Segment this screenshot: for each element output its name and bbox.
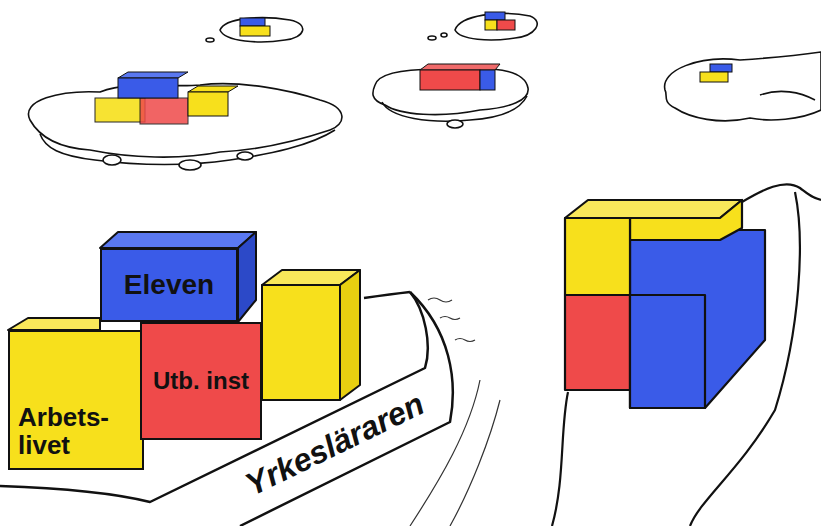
ice-edge bbox=[760, 91, 815, 100]
container-top bbox=[565, 200, 742, 218]
container-box: Arbets- livet bbox=[8, 330, 144, 470]
container bbox=[188, 86, 238, 92]
ship-hull: YrkeslärarenElevenArbets- livetUtb. inst bbox=[0, 200, 470, 526]
container-side bbox=[630, 230, 765, 408]
container bbox=[118, 72, 188, 78]
container-top bbox=[100, 232, 256, 248]
hull-line bbox=[552, 392, 568, 526]
container bbox=[565, 218, 630, 295]
hull-line bbox=[240, 292, 453, 526]
container bbox=[485, 20, 497, 30]
ice-edge bbox=[382, 96, 527, 121]
container bbox=[118, 78, 178, 98]
hull-outline bbox=[552, 184, 821, 526]
container bbox=[262, 285, 340, 400]
second-ship bbox=[552, 184, 821, 526]
rock bbox=[206, 38, 214, 42]
container-label: Eleven bbox=[124, 270, 214, 301]
islands bbox=[28, 14, 821, 170]
container bbox=[140, 98, 188, 124]
rock bbox=[447, 120, 463, 128]
container bbox=[700, 72, 728, 82]
container bbox=[710, 64, 732, 72]
container-top bbox=[8, 318, 100, 330]
container bbox=[420, 70, 480, 90]
ice-island bbox=[220, 18, 303, 42]
container bbox=[497, 20, 515, 30]
container bbox=[630, 295, 705, 408]
container-side bbox=[238, 232, 256, 322]
container bbox=[420, 64, 500, 70]
ice-island bbox=[373, 69, 528, 115]
wake-line bbox=[455, 339, 475, 342]
container bbox=[240, 26, 270, 36]
rock bbox=[179, 160, 201, 170]
container-label: Utb. inst bbox=[153, 368, 249, 394]
hull-line bbox=[742, 184, 821, 202]
island-containers bbox=[95, 12, 732, 124]
hull-line bbox=[364, 292, 410, 298]
rock bbox=[441, 33, 447, 37]
container bbox=[95, 98, 145, 122]
wake-line bbox=[428, 298, 452, 302]
container bbox=[565, 295, 630, 390]
container-box: Utb. inst bbox=[140, 322, 262, 440]
container-side bbox=[630, 200, 742, 240]
container-side bbox=[340, 270, 360, 400]
hull-line bbox=[690, 192, 800, 526]
wake-line bbox=[440, 317, 460, 320]
container bbox=[480, 70, 495, 90]
container-box: Eleven bbox=[100, 248, 238, 322]
rock bbox=[237, 152, 253, 160]
rock bbox=[103, 155, 121, 165]
container bbox=[485, 12, 505, 20]
rock bbox=[428, 36, 436, 40]
container-label: Arbets- livet bbox=[18, 403, 134, 460]
hull-line bbox=[0, 292, 428, 502]
container bbox=[188, 92, 228, 116]
wake-line bbox=[450, 400, 500, 526]
ice-island bbox=[665, 52, 821, 121]
container bbox=[240, 18, 265, 26]
